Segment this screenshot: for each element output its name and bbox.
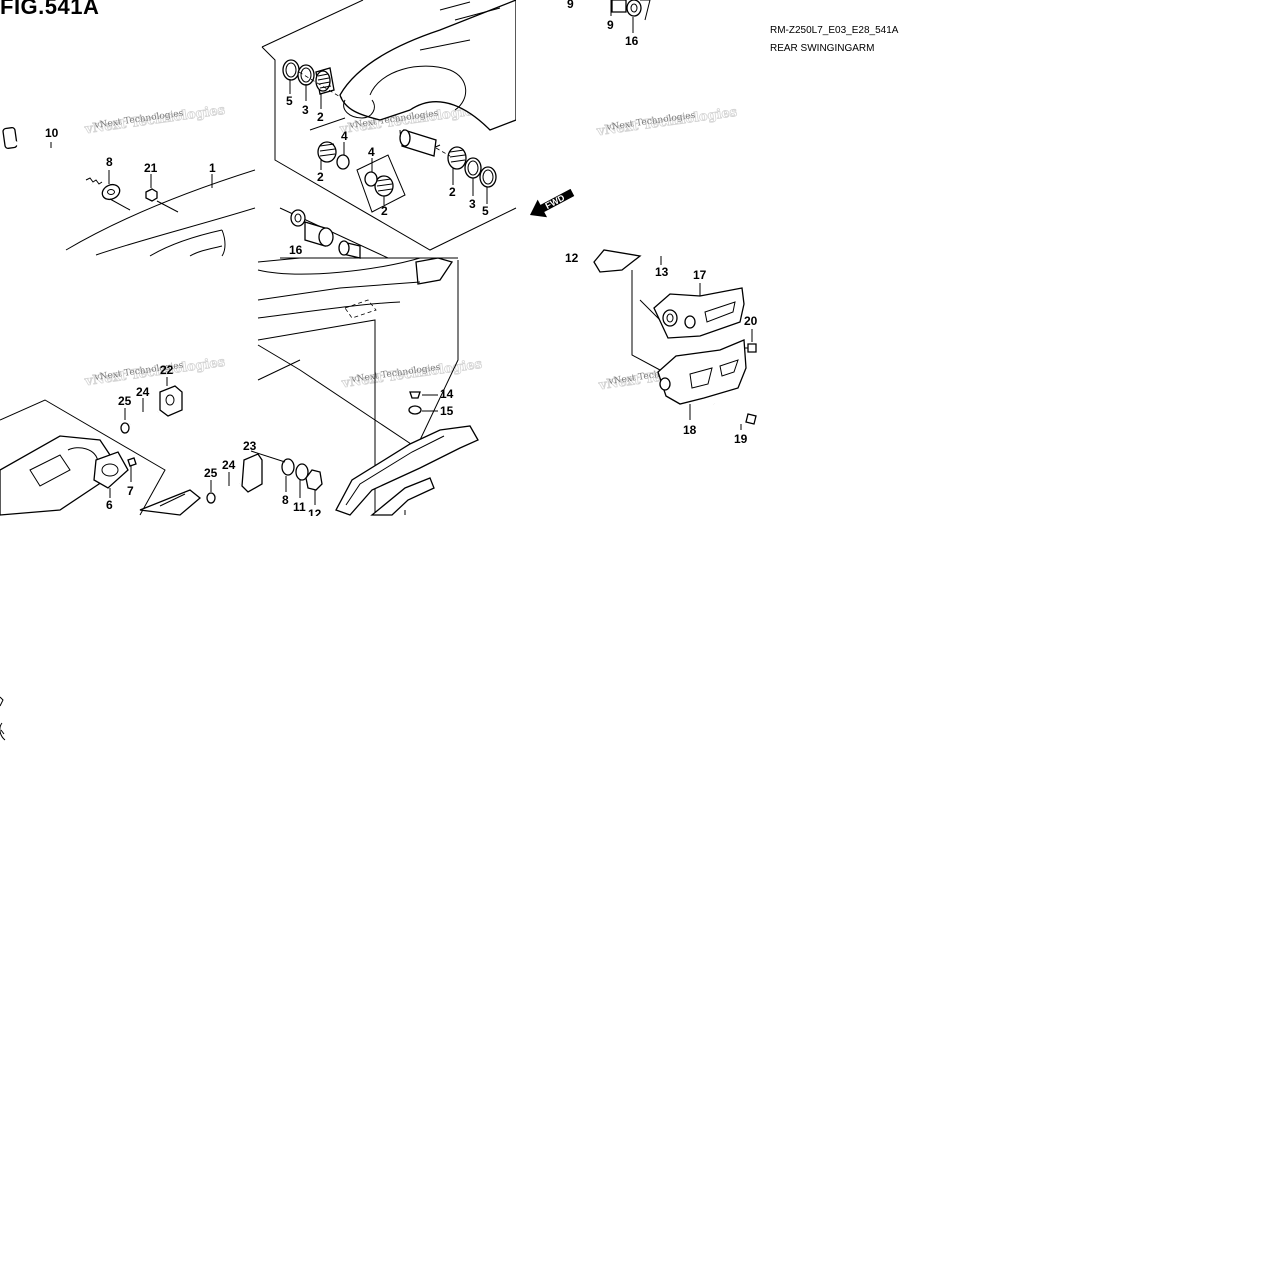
callout-25: 25 [118,394,132,408]
callout-9: 9 [607,18,614,32]
washer [290,209,306,227]
callout-24: 24 [222,458,236,472]
callout-8: 8 [106,155,113,169]
callouts: 9 9 16 10 8 21 1 5 3 2 4 2 4 2 2 3 5 16 … [45,0,758,521]
callout-11: 11 [293,500,306,514]
needle-bearing [447,146,467,170]
callout-23: 23 [243,439,257,453]
needle-bearing [317,141,337,163]
locknut [120,422,130,434]
pivot-axle [2,127,103,186]
callout-2: 2 [381,204,388,218]
callout-1: 1 [209,161,216,175]
callout-6: 6 [106,498,113,512]
callout-8: 8 [282,493,289,507]
needle-bearing [374,175,394,197]
callout-9: 9 [567,0,574,11]
axle-nut [305,469,323,491]
chain-guide [653,287,745,339]
callout-2: 2 [449,185,456,199]
callout-22: 22 [160,363,174,377]
washer [295,463,309,481]
collar [304,221,334,247]
callout-16: 16 [289,243,303,257]
figure-title: FIG.541A [0,0,100,19]
chain-slider [335,425,479,516]
callout-17: 17 [693,268,707,282]
bolt [744,343,757,353]
callout-5: 5 [286,94,293,108]
callout-5: 5 [482,204,489,218]
adjuster-bolt [215,483,241,497]
washer [626,0,642,17]
cropped-fragment [0,696,6,741]
callout-19: 19 [734,432,748,446]
adjuster-block [241,453,263,493]
callout-20: 20 [744,314,758,328]
chain-guide-plate [657,339,747,405]
callout-13: 13 [655,265,669,279]
chain-adjuster-view [0,377,323,516]
callout-14: 14 [440,387,454,401]
section-name: REAR SWINGINGARM [770,43,875,54]
screw [409,391,421,399]
callout-25: 25 [204,466,218,480]
bolt [713,403,757,425]
callout-24: 24 [136,385,150,399]
callout-21: 21 [144,161,158,175]
model-code: RM-Z250L7_E03_E28_541A [770,25,899,36]
spacer [364,171,378,187]
chain-slider-view [335,391,479,516]
callout-3: 3 [469,197,476,211]
nut [145,188,158,202]
chain-adjuster [93,451,129,489]
pivot-bearing-view [261,0,517,251]
callout-4: 4 [368,145,375,159]
callout-2: 2 [317,110,324,124]
callout-16: 16 [625,34,639,48]
callout-4: 4 [341,129,348,143]
callout-10: 10 [45,126,59,140]
callout-7: 7 [127,484,134,498]
callout-15: 15 [440,404,454,418]
figure-reference: RM-Z250L7_E03_E28_541A REAR SWINGINGARM [770,22,898,58]
needle-bearing [315,67,335,95]
callout-3: 3 [302,103,309,117]
adjuster-block [159,385,183,417]
locknut [206,492,216,504]
washer [101,183,121,201]
callout-18: 18 [683,423,697,437]
washer [281,458,295,476]
adjuster-bolt [129,411,159,425]
fwd-arrow-icon: FWD [530,188,575,218]
swingarm-axle-view [2,127,256,257]
swingarm-middle-view [257,207,459,515]
callout-2: 2 [317,170,324,184]
callout-12: 12 [565,251,579,265]
washer [408,405,422,415]
spacer [336,154,350,170]
